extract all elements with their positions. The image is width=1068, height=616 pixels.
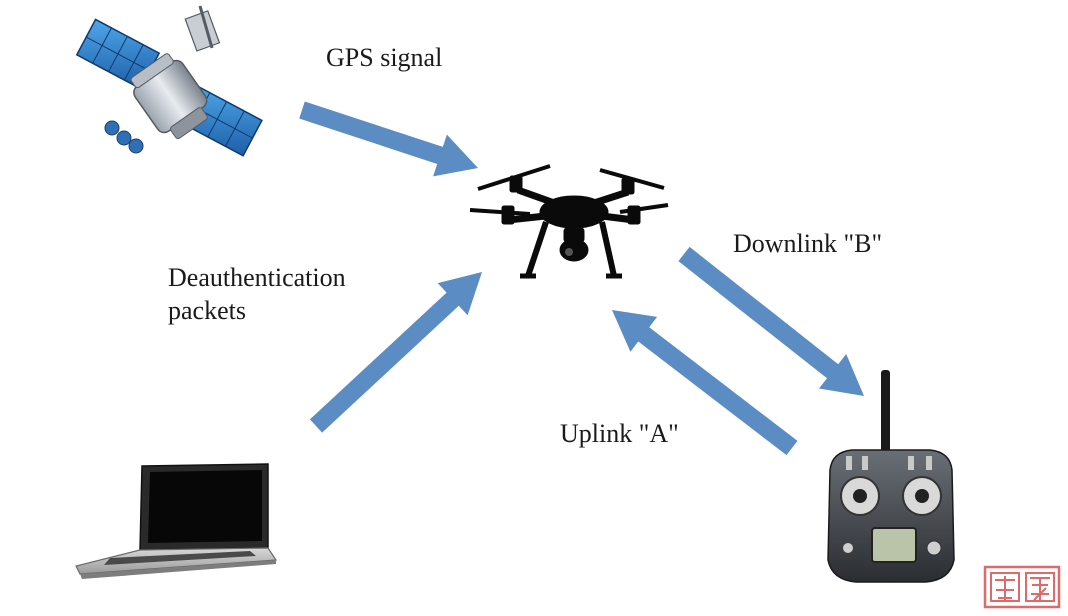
deauth-packets-arrow xyxy=(309,272,482,433)
deauth-label-line2: packets xyxy=(168,295,246,325)
drone-icon xyxy=(469,164,669,279)
deauth-label-line1: Deauthentication xyxy=(168,263,346,292)
remote-controller-icon xyxy=(827,370,955,583)
laptop-icon xyxy=(75,463,278,579)
watermark-seal xyxy=(983,565,1061,609)
gps-signal-label: GPS signal xyxy=(326,43,443,72)
downlink-b-arrow xyxy=(678,246,864,396)
downlink-b-label: Downlink "B" xyxy=(733,229,883,258)
uplink-a-arrow xyxy=(612,310,798,456)
gps-signal-arrow xyxy=(299,101,478,177)
deauthentication-packets-label: Deauthentication packets xyxy=(168,262,346,327)
arrows-group xyxy=(299,101,864,456)
satellite-icon xyxy=(75,5,263,157)
uplink-a-label: Uplink "A" xyxy=(560,419,679,448)
